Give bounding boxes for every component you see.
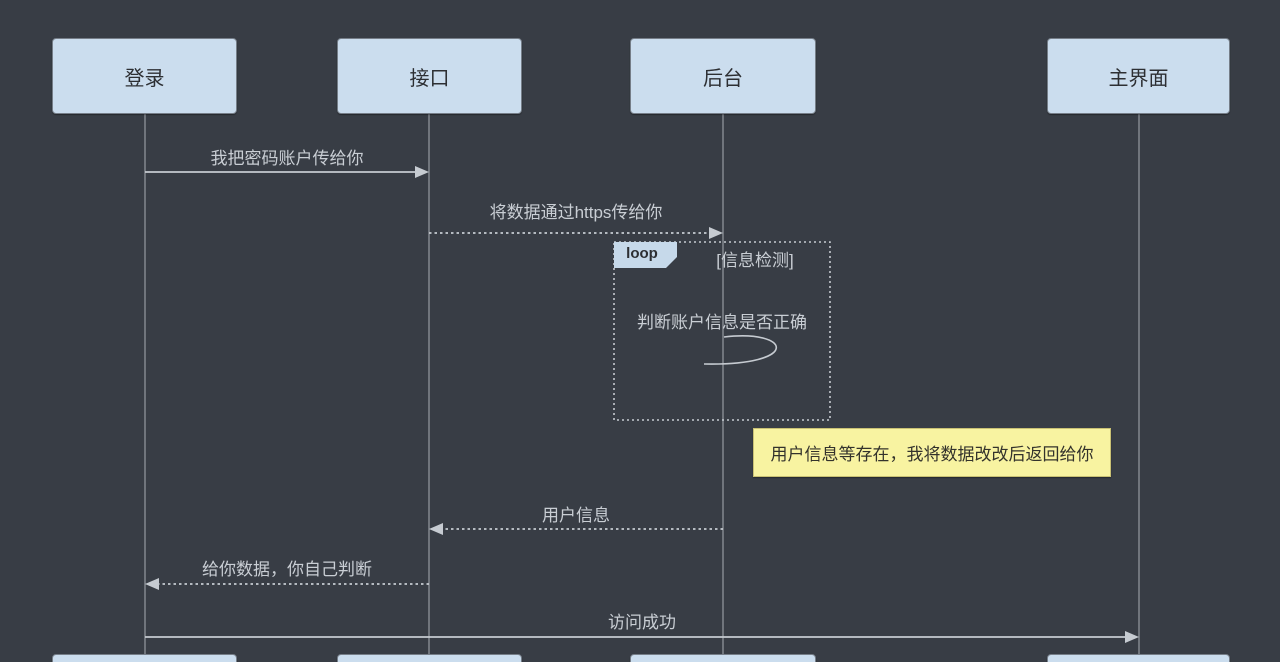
arrowhead-right-icon (415, 166, 429, 178)
actor-box-login-top: 登录 (52, 38, 237, 114)
message-label-1: 我把密码账户传给你 (210, 149, 364, 168)
loop-label: loop (626, 245, 658, 262)
actor-box-mainui-bottom: 主界面 (1047, 654, 1230, 662)
actor-box-api-bottom: 接口 (337, 654, 522, 662)
actor-box-backend-bottom: 后台 (630, 654, 816, 662)
loop-label-tab (614, 242, 677, 268)
message-label-self: 判断账户信息是否正确 (637, 313, 807, 332)
message-label-4: 用户信息 (542, 506, 610, 525)
actor-box-api-top: 接口 (337, 38, 522, 114)
message-label-6: 访问成功 (608, 613, 676, 632)
actor-box-login-bottom: 登录 (52, 654, 237, 662)
arrowhead-left-icon (145, 578, 159, 590)
arrowhead-right-icon (709, 227, 723, 239)
loop-condition: [信息检测] (716, 251, 794, 270)
actor-box-backend-top: 后台 (630, 38, 816, 114)
loop-fragment-frame (613, 241, 831, 421)
message-label-5: 给你数据，你自己判断 (202, 560, 372, 579)
note-box: 用户信息等存在，我将数据改改后返回给你 (753, 428, 1111, 477)
arrowhead-right-icon (1125, 631, 1139, 643)
arrowhead-left-icon (429, 523, 443, 535)
self-message-curve (703, 335, 778, 365)
actor-box-mainui-top: 主界面 (1047, 38, 1230, 114)
message-label-2: 将数据通过https传给你 (489, 203, 663, 222)
